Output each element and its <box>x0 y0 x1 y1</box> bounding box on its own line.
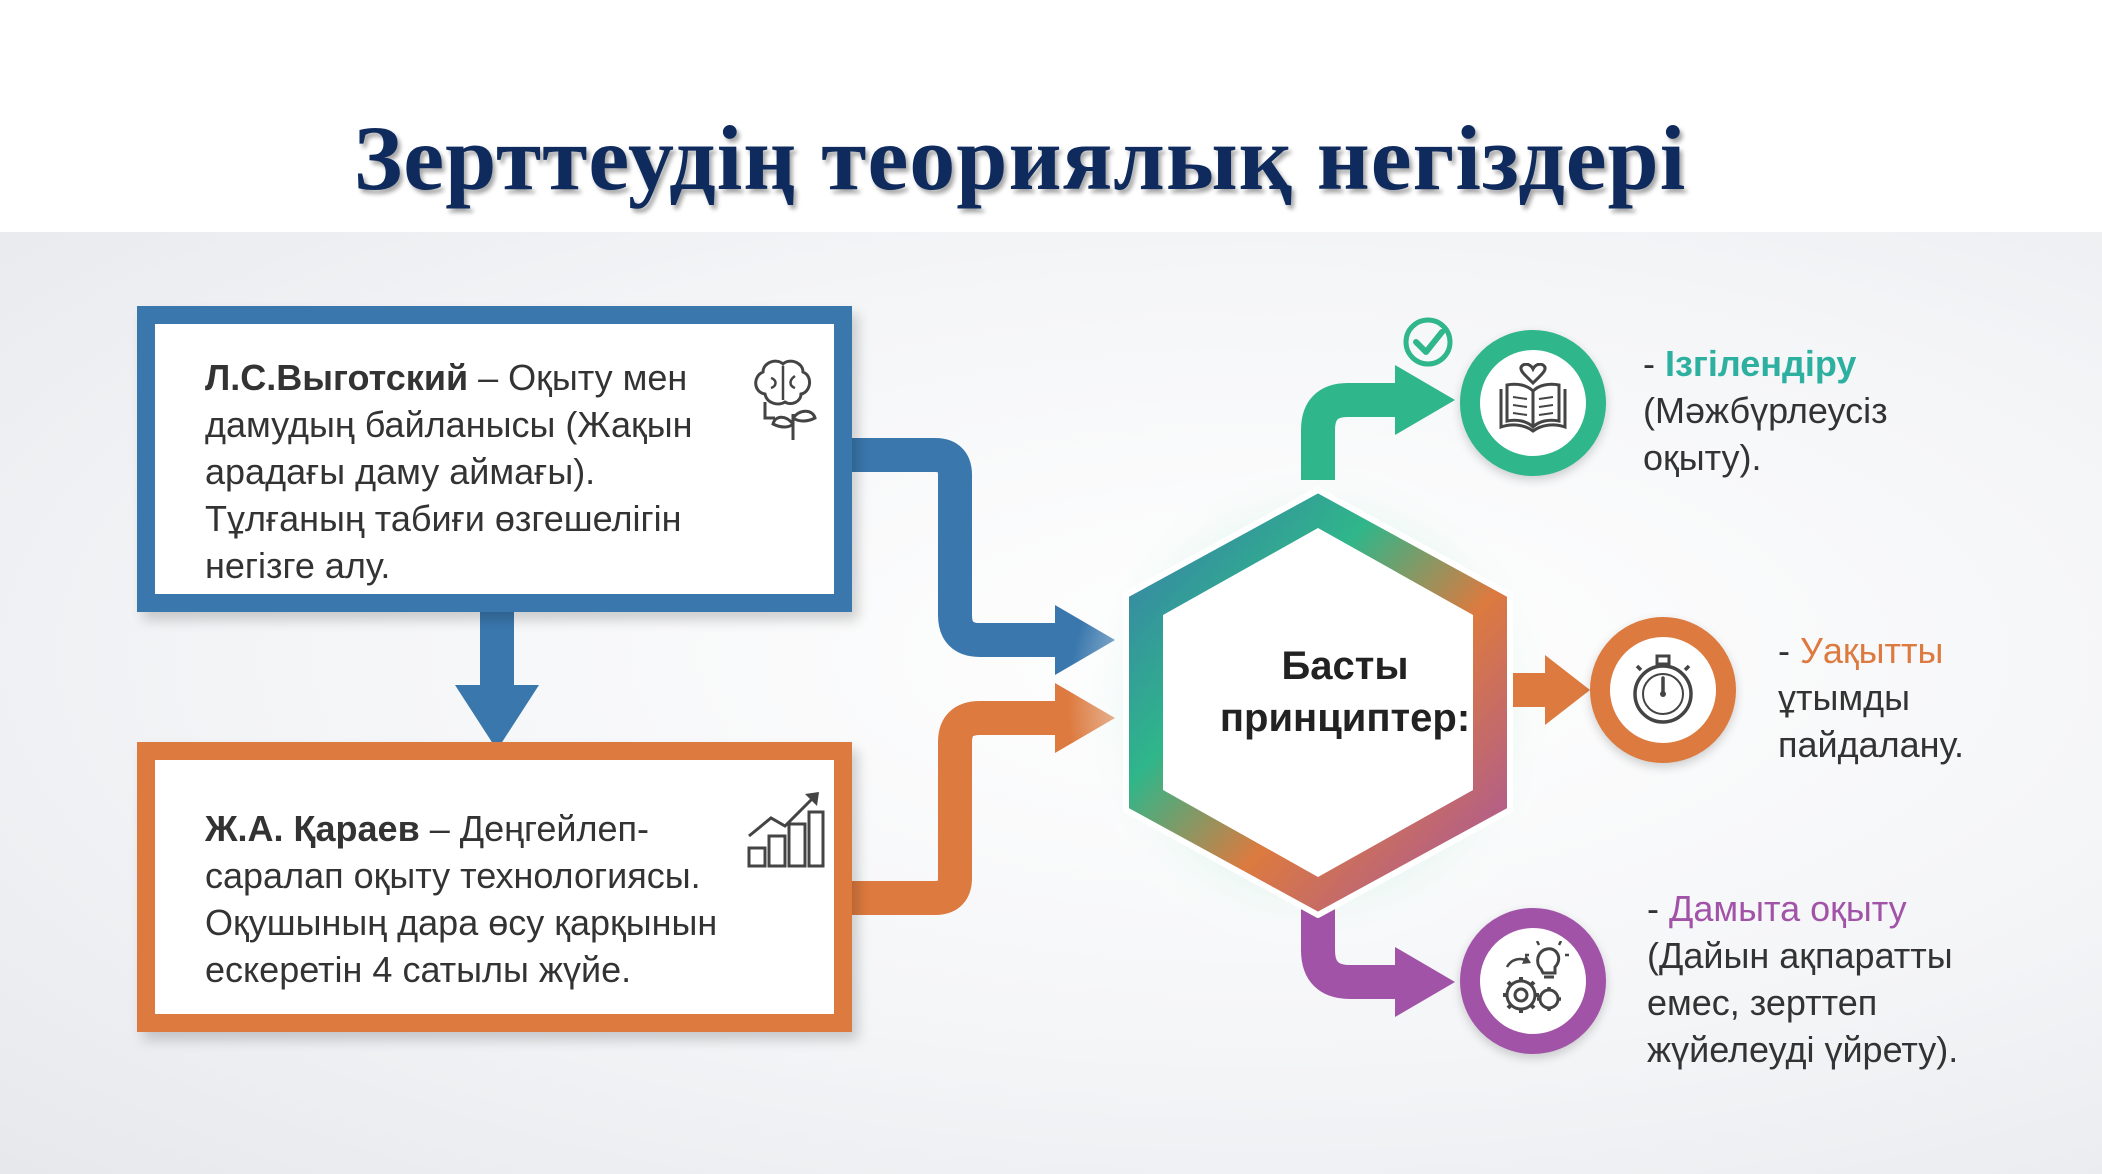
karaev-text: Ж.А. Қараев – Деңгейлеп-саралап оқыту те… <box>205 805 725 993</box>
principle-humanization-circle <box>1460 330 1606 476</box>
vygotsky-text: Л.С.Выготский – Оқыту мен дамудың байлан… <box>205 354 725 589</box>
book-heart-icon <box>1499 363 1567 433</box>
brain-plant-icon <box>754 359 817 440</box>
karaev-description: – Деңгейлеп-саралап оқыту технологиясы. … <box>205 808 718 990</box>
principle-time-desc-1: ұтымды <box>1778 677 1910 718</box>
principle-developmental-dash: - <box>1647 888 1669 929</box>
principle-time-name: Уақытты <box>1800 630 1944 671</box>
principle-developmental-text: - Дамыта оқыту (Дайын ақпаратты емес, зе… <box>1647 885 1958 1073</box>
principle-time-dash: - <box>1778 630 1800 671</box>
blue-connector-arrow <box>852 438 1115 675</box>
check-circle-icon <box>1403 317 1453 367</box>
principle-developmental-desc-1: (Дайын ақпаратты <box>1647 935 1953 976</box>
center-label-line2: принциптер: <box>1219 696 1471 740</box>
stopwatch-icon <box>1633 654 1693 724</box>
gears-lightbulb-icon <box>1503 941 1569 1013</box>
page-title: Зерттеудің теориялық негіздері <box>353 107 1687 209</box>
principle-humanization-dash: - <box>1643 343 1665 384</box>
principle-developmental-desc-3: жүйелеуді үйрету). <box>1647 1029 1959 1070</box>
vygotsky-author: Л.С.Выготский <box>205 357 469 398</box>
down-arrow <box>455 612 539 750</box>
karaev-box: Ж.А. Қараев – Деңгейлеп-саралап оқыту те… <box>137 742 852 1032</box>
principle-time-text: - Уақытты ұтымды пайдалану. <box>1778 627 1964 768</box>
principle-humanization-desc-2: оқыту). <box>1643 437 1762 478</box>
principle-developmental-desc-2: емес, зерттеп <box>1647 982 1878 1023</box>
principle-developmental-name: Дамыта оқыту <box>1669 888 1907 929</box>
principle-humanization-text: - Ізгілендіру (Мәжбүрлеусіз оқыту). <box>1643 340 1888 481</box>
principle-humanization-desc-1: (Мәжбүрлеусіз <box>1643 390 1888 431</box>
principle-developmental-circle <box>1460 908 1606 1054</box>
center-label-line1: Басты <box>1281 644 1409 688</box>
growth-chart-icon <box>747 792 825 868</box>
vygotsky-box: Л.С.Выготский – Оқыту мен дамудың байлан… <box>137 306 852 612</box>
karaev-author: Ж.А. Қараев <box>205 808 420 849</box>
center-label: Басты принциптер: <box>1170 640 1520 744</box>
principle-time-circle <box>1590 617 1736 763</box>
principles-hexagon <box>1123 487 1513 918</box>
green-arrow <box>1301 365 1455 480</box>
purple-arrow <box>1301 900 1455 1017</box>
principle-time-desc-2: пайдалану. <box>1778 724 1964 765</box>
vygotsky-description: – Оқыту мен дамудың байланысы (Жақын ара… <box>205 357 693 586</box>
principle-humanization-name: Ізгілендіру <box>1665 343 1857 384</box>
